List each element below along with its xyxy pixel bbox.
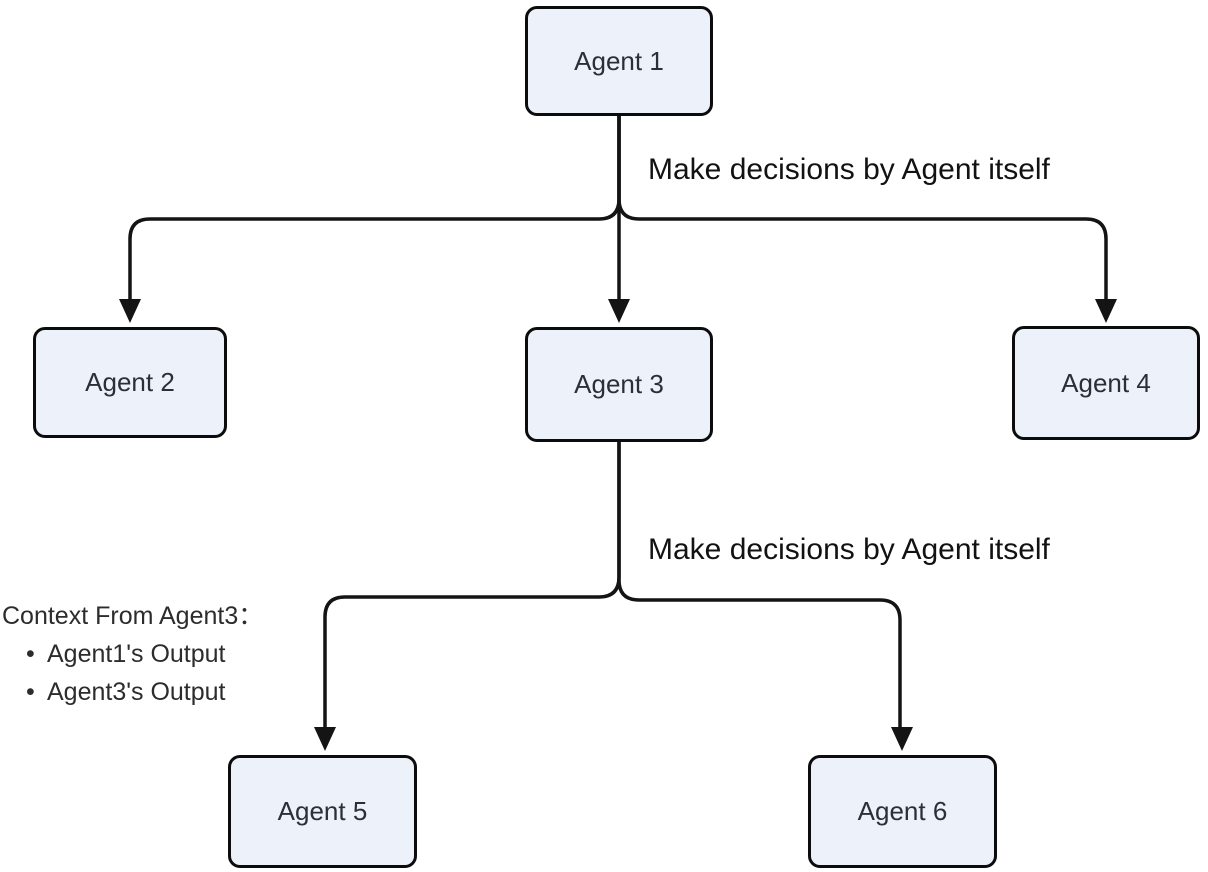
node-label: Agent 4: [1061, 367, 1151, 398]
node-agent-3: Agent 3: [525, 327, 713, 442]
node-label: Agent 6: [857, 796, 948, 826]
arrowhead-icon-agent5: [314, 727, 336, 751]
node-label: Agent 5: [277, 796, 368, 826]
node-agent-6: Agent 6: [808, 755, 997, 868]
edge-agent3-agent5: [323, 440, 621, 731]
node-agent-5: Agent 5: [228, 755, 417, 868]
node-label: Agent 3: [574, 369, 664, 399]
edge-agent1-agent4: [617, 114, 1108, 303]
edge-label-top: Make decisions by Agent itself: [648, 153, 1050, 186]
arrowhead-icon-agent6: [891, 727, 913, 751]
arrowhead-icon-agent4: [1095, 299, 1117, 323]
node-label: Agent 1: [574, 45, 664, 76]
arrowhead-icon-agent3: [608, 299, 630, 323]
context-note-title: Context From Agent3：: [2, 602, 264, 630]
context-note: Context From Agent3： Agent1's Output Age…: [2, 596, 263, 716]
context-note-list: Agent1's Output Agent3's Output: [2, 640, 263, 707]
node-label: Agent 2: [85, 367, 175, 397]
node-agent-2: Agent 2: [33, 327, 227, 438]
context-note-item: Agent1's Output: [26, 640, 263, 669]
node-agent-1: Agent 1: [525, 6, 713, 116]
node-agent-4: Agent 4: [1012, 326, 1200, 440]
arrowhead-icon-agent2: [119, 299, 141, 323]
edge-label-bottom: Make decisions by Agent itself: [648, 533, 1050, 566]
context-note-item: Agent3's Output: [26, 678, 263, 707]
edge-agent1-agent2: [128, 114, 621, 303]
edge-agent3-agent6: [617, 440, 902, 731]
